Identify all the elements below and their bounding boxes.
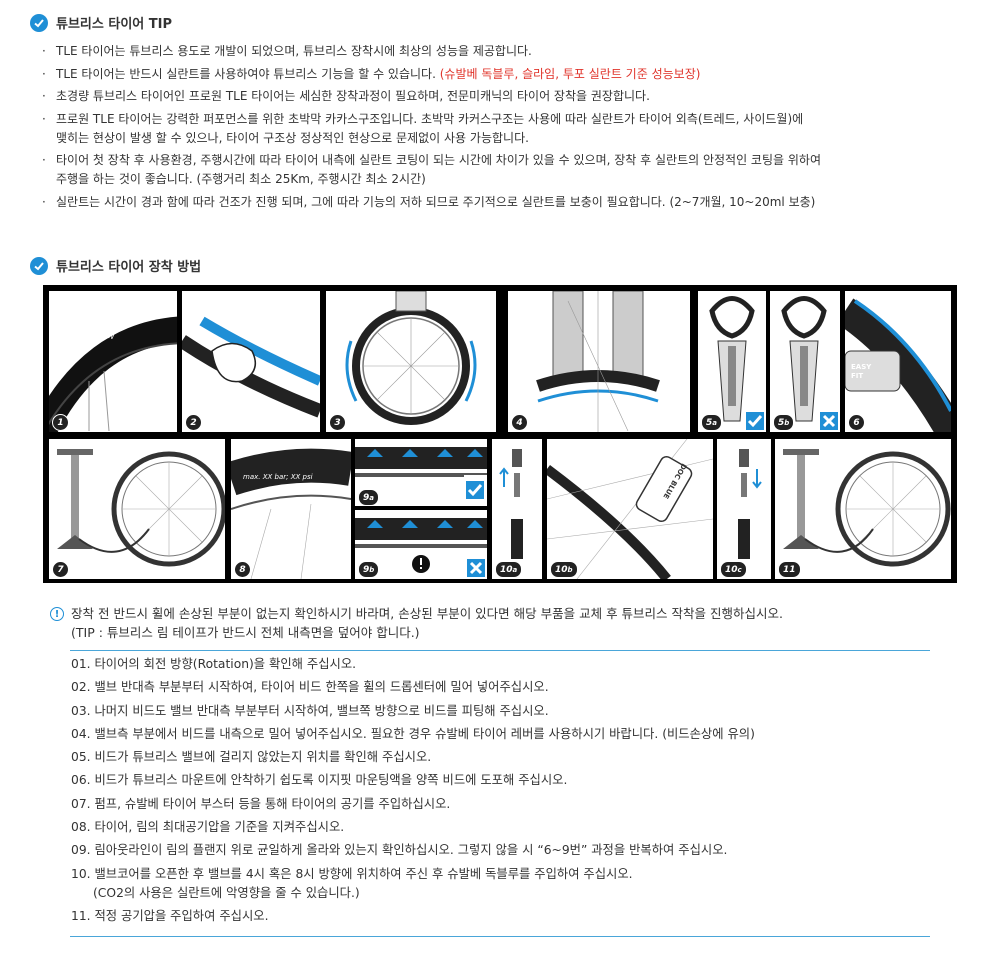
pressure-label: max. XX bar; XX psi [243,473,313,481]
check-icon [30,256,48,275]
mount-section-title: 튜브리스 타이어 장착 방법 [56,260,202,275]
step-item: 11. 적정 공기압을 주입하여 주십시오. [71,908,269,923]
tip-item: ·TLE 타이어는 반드시 실란트를 사용하여야 튜브리스 기능을 할 수 있습… [42,66,701,81]
check-icon [30,13,48,32]
divider-bottom [70,936,930,937]
correct-check-icon [746,412,764,430]
incorrect-x-icon [820,412,838,430]
step-badge: 2 [185,414,202,431]
tip-item: ·초경량 튜브리스 타이어인 프로원 TLE 타이어는 세심한 장착과정이 필요… [42,89,650,103]
step-badge: 3 [329,414,346,431]
tip-section-title: 튜브리스 타이어 TIP [56,17,173,32]
step-item-cont: (CO2의 사용은 실란트에 악영향을 줄 수 있습니다.) [93,885,360,900]
divider-top [70,650,930,651]
step-9a-check [464,475,487,506]
step-item: 02. 밸브 반대측 부분부터 시작하여, 타이어 비드 한쪽을 휠의 드롭센터… [71,680,549,695]
step-badge: 8 [234,561,251,578]
step-item: 01. 타이어의 회전 방향(Rotation)을 확인해 주십시오. [71,657,357,671]
mount-section-header: 튜브리스 타이어 장착 방법 [30,256,201,275]
tip-section-header: 튜브리스 타이어 TIP [30,13,172,32]
tip-item-cont: 주행을 하는 것이 좋습니다. (주행거리 최소 25Km, 주행시간 최소 2… [56,172,426,186]
step-item: 07. 펌프, 슈발베 타이어 부스터 등을 통해 타이어의 공기를 주입하십시… [71,796,451,811]
steps-list: 01. 타이어의 회전 방향(Rotation)을 확인해 주십시오. 02. … [71,655,951,930]
tip-item: ·실란트는 시간이 경과 함에 따라 건조가 진행 되며, 그에 따라 기능의 … [42,194,816,209]
notice-icon: ! [50,607,64,621]
step-1-panel: ROTATION 1 [49,291,177,432]
step-badge: 4 [511,414,528,431]
tip-item: ·TLE 타이어는 튜브리스 용도로 개발이 되었으며, 튜브리스 장착시에 최… [42,44,532,58]
sealant-highlight: (슈발베 독블루, 슬라임, 투포 실란트 기준 성능보장) [439,66,701,81]
step-item: 09. 림아웃라인이 림의 플랜지 위로 균일하게 올라와 있는지 확인하십시오… [71,843,728,858]
step-4-panel: 4 [508,291,690,432]
step-11-panel: 11 [775,439,951,579]
step-badge: 1 [52,414,69,431]
correct-check-icon [466,481,484,499]
tip-item: ·프로원 TLE 타이어는 강력한 퍼포먼스를 위한 초박막 카카스구조입니다.… [42,111,804,126]
step-item: 05. 비드가 튜브리스 밸브에 걸리지 않았는지 위치를 확인해 주십시오. [71,750,432,765]
step-item: 06. 비드가 튜브리스 마운트에 안착하기 쉽도록 이지핏 마운팅액을 양쪽 … [71,773,568,788]
step-3-panel: 3 [326,291,496,432]
step-item: 03. 나머지 비드도 밸브 반대측 부분부터 시작하여, 밸브쪽 방향으로 비… [71,703,549,718]
tip-list: ·TLE 타이어는 튜브리스 용도로 개발이 되었으며, 튜브리스 장착시에 최… [40,42,970,215]
step-8-panel: max. XX bar; XX psi 8 [231,439,351,579]
easy-fit-label: EASY FIT [851,363,872,380]
incorrect-x-icon [467,559,485,577]
notice-text: 장착 전 반드시 휠에 손상된 부분이 없는지 확인하시기 바라며, 손상된 부… [71,606,783,640]
step-badge: 6 [848,414,865,431]
step-item: 08. 타이어, 림의 최대공기압을 기준을 지켜주십시오. [71,820,345,835]
step-item: 10. 밸브코어를 오픈한 후 밸브를 4시 혹은 8시 방향에 위치하여 주신… [71,866,633,881]
tip-item: ·타이어 첫 장착 후 사용환경, 주행시간에 따라 타이어 내측에 실란트 코… [42,153,821,167]
step-7-panel: 7 [49,439,225,579]
step-6-panel: EASY FIT 6 [845,291,951,432]
tip-item-cont: 맺히는 현상이 발생 할 수 있으나, 타이어 구조상 정상적인 현상으로 문제… [56,130,529,145]
step-badge: 11 [778,561,801,578]
step-2-panel: 2 [182,291,320,432]
step-item: 04. 밸브측 부분에서 비드를 내측으로 밀어 넣어주십시오. 필요한 경우 … [71,726,755,741]
step-badge: 7 [52,561,69,578]
